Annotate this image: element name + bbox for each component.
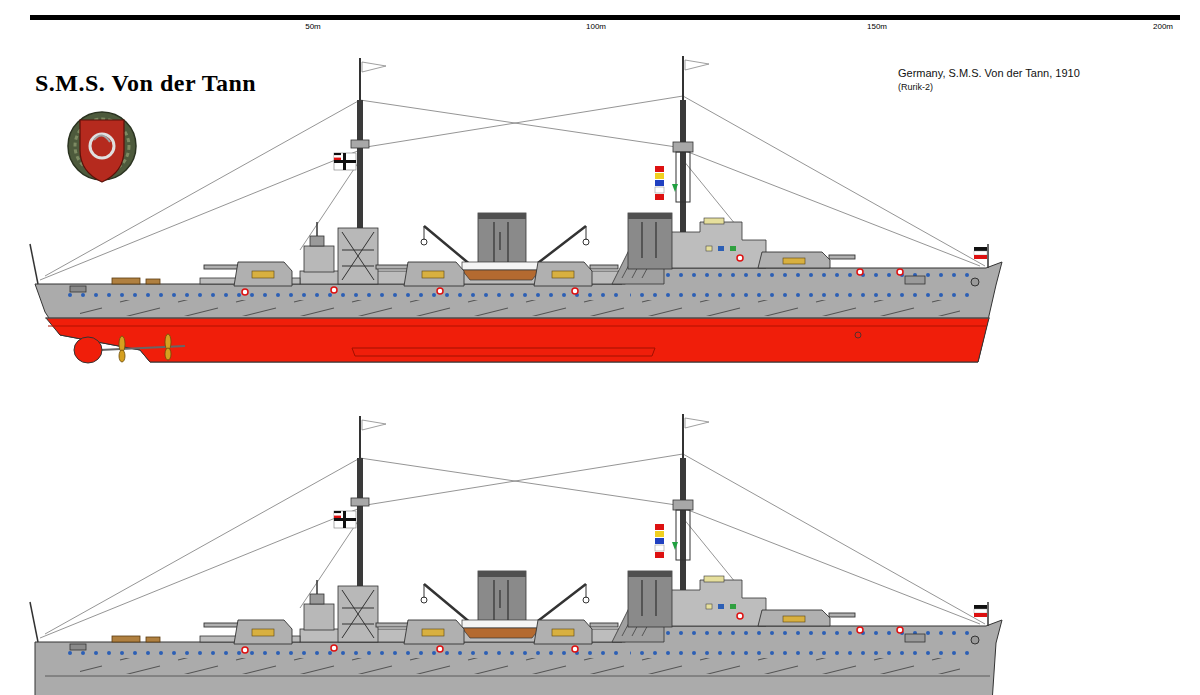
upper-ship-part [30, 56, 988, 295]
lower-ship [30, 414, 1002, 695]
scale-label: 150m [867, 22, 887, 31]
upper-ship-part [119, 350, 125, 362]
scale-label: 200m [1153, 22, 1173, 31]
ship-caption: Germany, S.M.S. Von der Tann, 1910 [898, 67, 1080, 80]
emblem [68, 112, 136, 182]
upper-ship-part [48, 326, 986, 327]
upper-ship-part [100, 346, 185, 350]
upper-ship-part [855, 332, 861, 338]
scale-bar-part [30, 15, 1180, 20]
upper-ship-part [46, 318, 989, 362]
upper-ship-part [352, 348, 655, 356]
upper-ship-part [165, 348, 171, 360]
upper-ship-part [74, 337, 102, 363]
upper-ship [30, 56, 1002, 363]
scale-label: 100m [586, 22, 606, 31]
scale-label: 50m [305, 22, 321, 31]
source-note: (Rurik-2) [898, 82, 933, 92]
scale-bar [30, 15, 1180, 20]
scale-bar-part [30, 15, 1180, 20]
drawing-title: S.M.S. Von der Tann [35, 70, 256, 98]
lower-ship-part [30, 414, 988, 653]
emblem-part [90, 134, 114, 158]
emblem-part [80, 120, 124, 182]
emblem-part [94, 135, 110, 142]
